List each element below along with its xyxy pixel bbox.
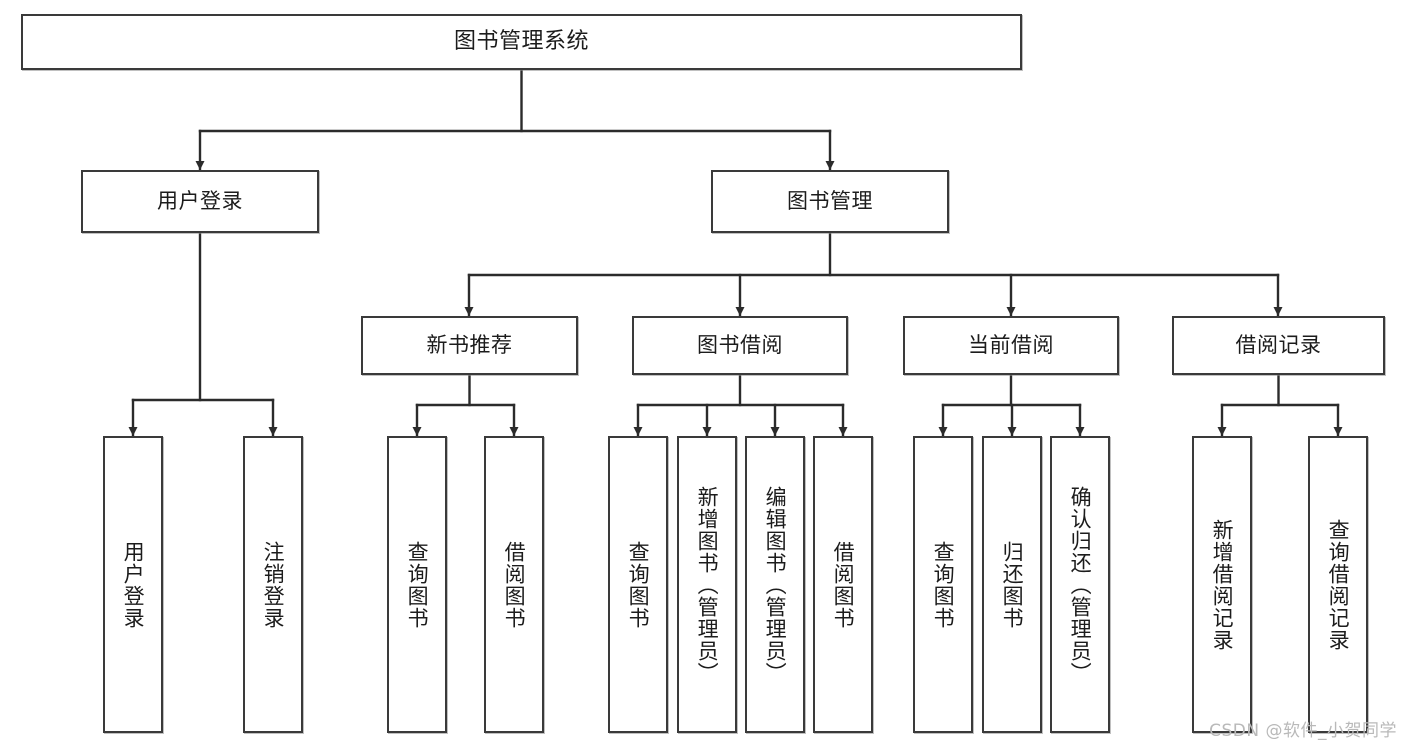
node-label: 确认归还（管理员） [1068, 485, 1093, 684]
node-leaf-borrow-book-rec[interactable]: 借阅图书 [484, 436, 544, 733]
node-label: 新书推荐 [426, 332, 513, 357]
node-label: 当前借阅 [968, 332, 1054, 357]
node-leaf-confirm-return[interactable]: 确认归还（管理员） [1050, 436, 1110, 733]
node-user-login[interactable]: 用户登录 [81, 170, 319, 233]
node-label: 编辑图书（管理员） [763, 485, 788, 684]
node-current-borrow[interactable]: 当前借阅 [903, 316, 1119, 375]
node-book-manage[interactable]: 图书管理 [711, 170, 949, 233]
node-leaf-edit-book[interactable]: 编辑图书（管理员） [745, 436, 805, 733]
node-new-book-recommend[interactable]: 新书推荐 [361, 316, 578, 375]
node-leaf-query-book-rec[interactable]: 查询图书 [387, 436, 447, 733]
node-label: 查询图书 [626, 540, 651, 629]
node-leaf-borrow-book[interactable]: 借阅图书 [813, 436, 873, 733]
node-label: 查询图书 [405, 540, 430, 629]
node-leaf-add-record[interactable]: 新增借阅记录 [1192, 436, 1252, 733]
node-leaf-query-book-cur[interactable]: 查询图书 [913, 436, 973, 733]
node-label: 新增图书（管理员） [695, 485, 720, 684]
node-label: 图书借阅 [697, 332, 783, 357]
node-root[interactable]: 图书管理系统 [21, 14, 1022, 70]
node-label: 注销登录 [261, 540, 286, 629]
node-borrow-record[interactable]: 借阅记录 [1172, 316, 1385, 375]
node-label: 查询图书 [931, 540, 956, 629]
node-label: 用户登录 [121, 540, 146, 629]
node-leaf-add-book[interactable]: 新增图书（管理员） [677, 436, 737, 733]
node-leaf-logout[interactable]: 注销登录 [243, 436, 303, 733]
node-label: 图书管理系统 [453, 28, 589, 54]
node-leaf-query-book-borrow[interactable]: 查询图书 [608, 436, 668, 733]
node-label: 用户登录 [157, 188, 243, 213]
node-label: 借阅图书 [831, 540, 856, 629]
node-leaf-user-login[interactable]: 用户登录 [103, 436, 163, 733]
node-label: 查询借阅记录 [1326, 518, 1351, 651]
node-leaf-return-book[interactable]: 归还图书 [982, 436, 1042, 733]
node-label: 借阅记录 [1235, 332, 1322, 357]
node-label: 借阅图书 [502, 540, 527, 629]
node-leaf-query-record[interactable]: 查询借阅记录 [1308, 436, 1368, 733]
node-label: 新增借阅记录 [1210, 518, 1235, 651]
edges-group [128, 68, 1343, 437]
watermark-label: CSDN @软件_小贺同学 [1209, 721, 1397, 741]
node-book-borrow[interactable]: 图书借阅 [632, 316, 848, 375]
node-label: 图书管理 [787, 188, 873, 213]
node-label: 归还图书 [1000, 540, 1025, 629]
